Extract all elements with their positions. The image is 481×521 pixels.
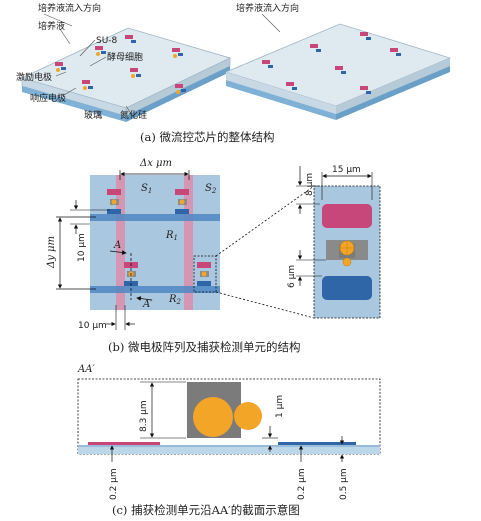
- dimension-0-5um: 0.5 μm: [339, 468, 349, 500]
- electrode-unit: [172, 48, 183, 58]
- dimension-dx: Δx μm: [139, 158, 172, 169]
- excitation-line-s1: [116, 175, 125, 310]
- dimension-6um: 6 μm: [287, 265, 297, 288]
- electrode-unit: [175, 84, 186, 94]
- label-r1: R1: [165, 230, 178, 242]
- electrode-unit: [335, 66, 346, 74]
- chip-right: 培养液流入方向: [224, 2, 452, 120]
- response-line-r2: [90, 286, 220, 293]
- electrode-unit: [310, 44, 321, 52]
- label-r2: R2: [168, 294, 182, 306]
- electrode-unit: [360, 32, 371, 40]
- electrode-unit: [55, 62, 66, 72]
- electrode-unit: [390, 48, 401, 56]
- electrode-unit: [82, 80, 93, 90]
- electrode-unit: [130, 68, 141, 78]
- glass-substrate: [78, 447, 380, 454]
- su8-label: SU-8: [96, 36, 118, 46]
- dimension-15um: 15 μm: [332, 165, 361, 175]
- yeast-cell-label: 酵母细胞: [107, 51, 143, 63]
- glass-label: 玻璃: [84, 109, 102, 121]
- dimension-1um: 1 μm: [275, 395, 285, 418]
- detection-unit: [175, 189, 189, 214]
- panel-c: AA′ 8.3 μm 1 μm 0.2 μm 0.2 μm 0.5 μm (c): [77, 364, 381, 517]
- response-electrode-label: 响应电极: [30, 92, 66, 104]
- panel-b: A A′ S1 S2 R1 R2 Δx μm Δy μm 10 μm 10 μm: [46, 158, 381, 354]
- excitation-electrode-label: 激励电极: [16, 71, 52, 83]
- zoomed-detection-unit: [313, 185, 381, 319]
- excitation-electrode-section: [88, 442, 160, 445]
- label-a-prime: A′: [142, 299, 153, 310]
- yeast-bud-section: [234, 402, 262, 430]
- response-electrode-section: [278, 442, 356, 445]
- caption-a: (a) 微流控芯片的整体结构: [140, 130, 274, 144]
- dimension-10um-vertical: 10 μm: [77, 233, 87, 262]
- electrode-unit: [95, 46, 106, 56]
- electrode-unit: [262, 60, 273, 68]
- label-s2: S2: [205, 183, 217, 195]
- dimension-0-2um-left: 0.2 μm: [109, 468, 119, 500]
- electrode-unit: [286, 82, 297, 90]
- dimension-8-3um: 8.3 μm: [139, 400, 149, 432]
- flow-direction-label-right: 培养液流入方向: [236, 2, 299, 14]
- caption-c: (c) 捕获检测单元沿AA′的截面示意图: [112, 503, 300, 517]
- dimension-10um-horizontal: 10 μm: [78, 321, 107, 331]
- label-a: A: [113, 240, 121, 251]
- detection-unit: [107, 189, 121, 214]
- response-pad: [322, 276, 372, 300]
- response-line-r1: [90, 214, 220, 221]
- caption-b: (b) 微电极阵列及捕获检测单元的结构: [108, 340, 301, 354]
- label-s1: S1: [141, 183, 152, 195]
- section-title-aa: AA′: [77, 364, 95, 375]
- dimension-8um: 8 μm: [305, 173, 315, 196]
- zoom-source-box: [193, 255, 217, 293]
- panel-a: 培养液流入方向 培养液 SU-8 酵母细胞 激励电极 响应电极 玻璃 氮化硅: [16, 2, 452, 144]
- yeast-cell-section: [193, 397, 233, 437]
- silicon-nitride-label: 氮化硅: [120, 109, 147, 121]
- excitation-pad: [322, 204, 372, 228]
- electrode-unit: [125, 35, 136, 43]
- section-frame: [77, 378, 381, 455]
- detection-unit: [197, 262, 211, 286]
- flow-direction-label-left: 培养液流入方向: [38, 2, 101, 14]
- electrode-unit: [360, 86, 371, 94]
- sin-layer: [78, 445, 380, 447]
- dimension-0-2um-right: 0.2 μm: [297, 468, 307, 500]
- chip-left: 培养液流入方向 培养液 SU-8 酵母细胞 激励电极 响应电极 玻璃 氮化硅: [16, 2, 232, 122]
- medium-label: 培养液: [38, 20, 65, 32]
- yeast-bud: [342, 257, 352, 267]
- excitation-line-s2: [184, 175, 193, 310]
- dimension-dy: Δy μm: [46, 236, 57, 269]
